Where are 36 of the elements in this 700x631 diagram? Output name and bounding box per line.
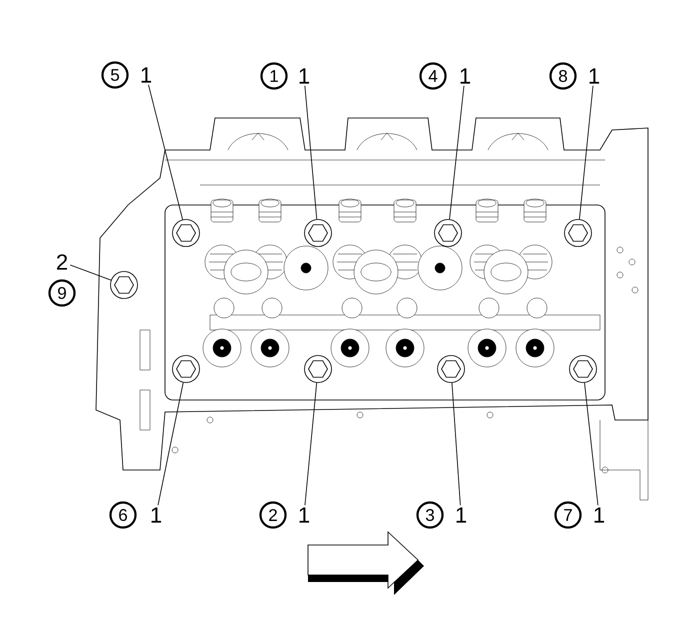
callout-number: 9 bbox=[48, 279, 76, 307]
leader-line bbox=[584, 382, 598, 506]
callout-number: 2 bbox=[259, 501, 287, 529]
bolt-head bbox=[304, 355, 332, 383]
leader-line bbox=[452, 382, 461, 506]
callout-label: 1 bbox=[300, 507, 310, 523]
callout-label: 2 bbox=[57, 254, 68, 270]
callout-number: 5 bbox=[101, 61, 129, 89]
leader-line bbox=[148, 84, 183, 220]
callout-number: 7 bbox=[554, 501, 582, 529]
bolt-head bbox=[172, 355, 200, 383]
bolt-head bbox=[564, 219, 592, 247]
callout-label: 1 bbox=[300, 68, 310, 84]
callout-label: 1 bbox=[152, 507, 162, 523]
leader-line bbox=[158, 382, 184, 506]
bolt-head bbox=[437, 355, 465, 383]
callout-label: 1 bbox=[460, 68, 470, 84]
callout-number: 6 bbox=[109, 501, 137, 529]
callout-number: 4 bbox=[419, 62, 447, 90]
callout-label: 1 bbox=[594, 507, 604, 523]
leader-line bbox=[70, 264, 112, 281]
bolt-head bbox=[172, 219, 200, 247]
callout-number: 8 bbox=[549, 62, 577, 90]
callout-label: 1 bbox=[456, 507, 466, 523]
bolt-head bbox=[304, 219, 332, 247]
callout-label: 1 bbox=[590, 68, 600, 84]
leader-line bbox=[449, 85, 464, 220]
leader-line bbox=[304, 85, 318, 220]
callout-number: 3 bbox=[416, 501, 444, 529]
bolt-head bbox=[569, 355, 597, 383]
callout-label: 1 bbox=[142, 67, 152, 83]
callout-number: 1 bbox=[260, 62, 288, 90]
leader-line bbox=[579, 85, 594, 220]
bolt-head bbox=[110, 271, 138, 299]
bolt-head bbox=[434, 219, 462, 247]
leader-line bbox=[304, 382, 318, 506]
